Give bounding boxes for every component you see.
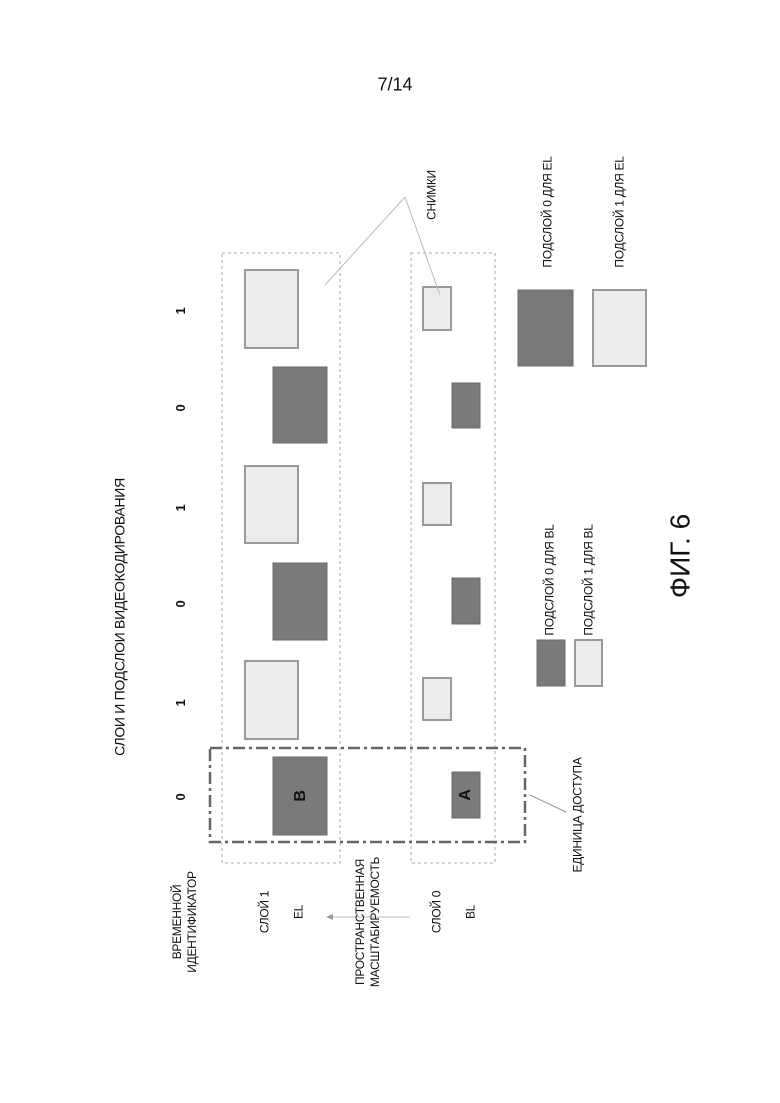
access-unit-pointer [530, 795, 566, 812]
el-picture-sublayer1 [245, 270, 298, 348]
temporal-id: 0 [173, 601, 189, 608]
arrow-head-icon [326, 914, 333, 920]
el-picture-sublayer1 [245, 661, 298, 739]
label-line: ИДЕНТИФИКАТОР [185, 871, 200, 972]
legend-el-sub0-label: ПОДСЛОЙ 0 ДЛЯ EL [541, 156, 556, 267]
layer1-name: СЛОЙ 1 [258, 891, 273, 933]
picture-label-a: A [456, 789, 476, 800]
layer1-abbr: EL [292, 905, 307, 919]
pictures-pointer [325, 197, 405, 285]
legend-bl-sub0-swatch [537, 640, 565, 686]
diagram-title: СЛОИ И ПОДСЛОИ ВИДЕОКОДИРОВАНИЯ [111, 478, 129, 756]
legend-bl-sub1-swatch [575, 640, 602, 686]
figure-caption: ФИГ. 6 [663, 514, 698, 598]
layer0-abbr: BL [464, 905, 479, 919]
el-picture-sublayer0 [273, 367, 327, 443]
access-unit-label: ЕДИНИЦА ДОСТУПА [571, 757, 586, 872]
label-line: МАСШТАБИРУЕМОСТЬ [368, 857, 383, 987]
layer0-name: СЛОЙ 0 [430, 891, 445, 933]
legend-bl-sub0-label: ПОДСЛОЙ 0 ДЛЯ BL [543, 524, 558, 635]
bl-picture-sublayer1 [423, 483, 451, 525]
temporal-id: 1 [173, 308, 189, 315]
legend-bl-sub1-label: ПОДСЛОЙ 1 ДЛЯ BL [582, 524, 597, 635]
temporal-id: 1 [173, 700, 189, 707]
spatial-scalability-label: ПРОСТРАНСТВЕННАЯ МАСШТАБИРУЕМОСТЬ [353, 857, 383, 987]
pictures-label: СНИМКИ [425, 170, 440, 220]
bl-picture-sublayer0 [452, 578, 480, 624]
temporal-id: 0 [173, 405, 189, 412]
picture-label-b: B [291, 790, 311, 801]
bl-picture-sublayer1 [423, 678, 451, 720]
el-picture-sublayer0 [273, 563, 327, 640]
temporal-id-label: ВРЕМЕННОЙ ИДЕНТИФИКАТОР [170, 871, 200, 972]
el-picture-sublayer1 [245, 466, 298, 543]
legend-el-sub1-label: ПОДСЛОЙ 1 ДЛЯ EL [613, 156, 628, 267]
bl-picture-sublayer1 [423, 287, 451, 330]
legend-el-sub0-swatch [518, 290, 573, 366]
legend-el-sub1-swatch [593, 290, 646, 366]
bl-picture-sublayer0 [452, 383, 480, 428]
label-line: ВРЕМЕННОЙ [170, 871, 185, 972]
temporal-id: 1 [173, 505, 189, 512]
label-line: ПРОСТРАНСТВЕННАЯ [353, 857, 368, 987]
temporal-id: 0 [173, 794, 189, 801]
